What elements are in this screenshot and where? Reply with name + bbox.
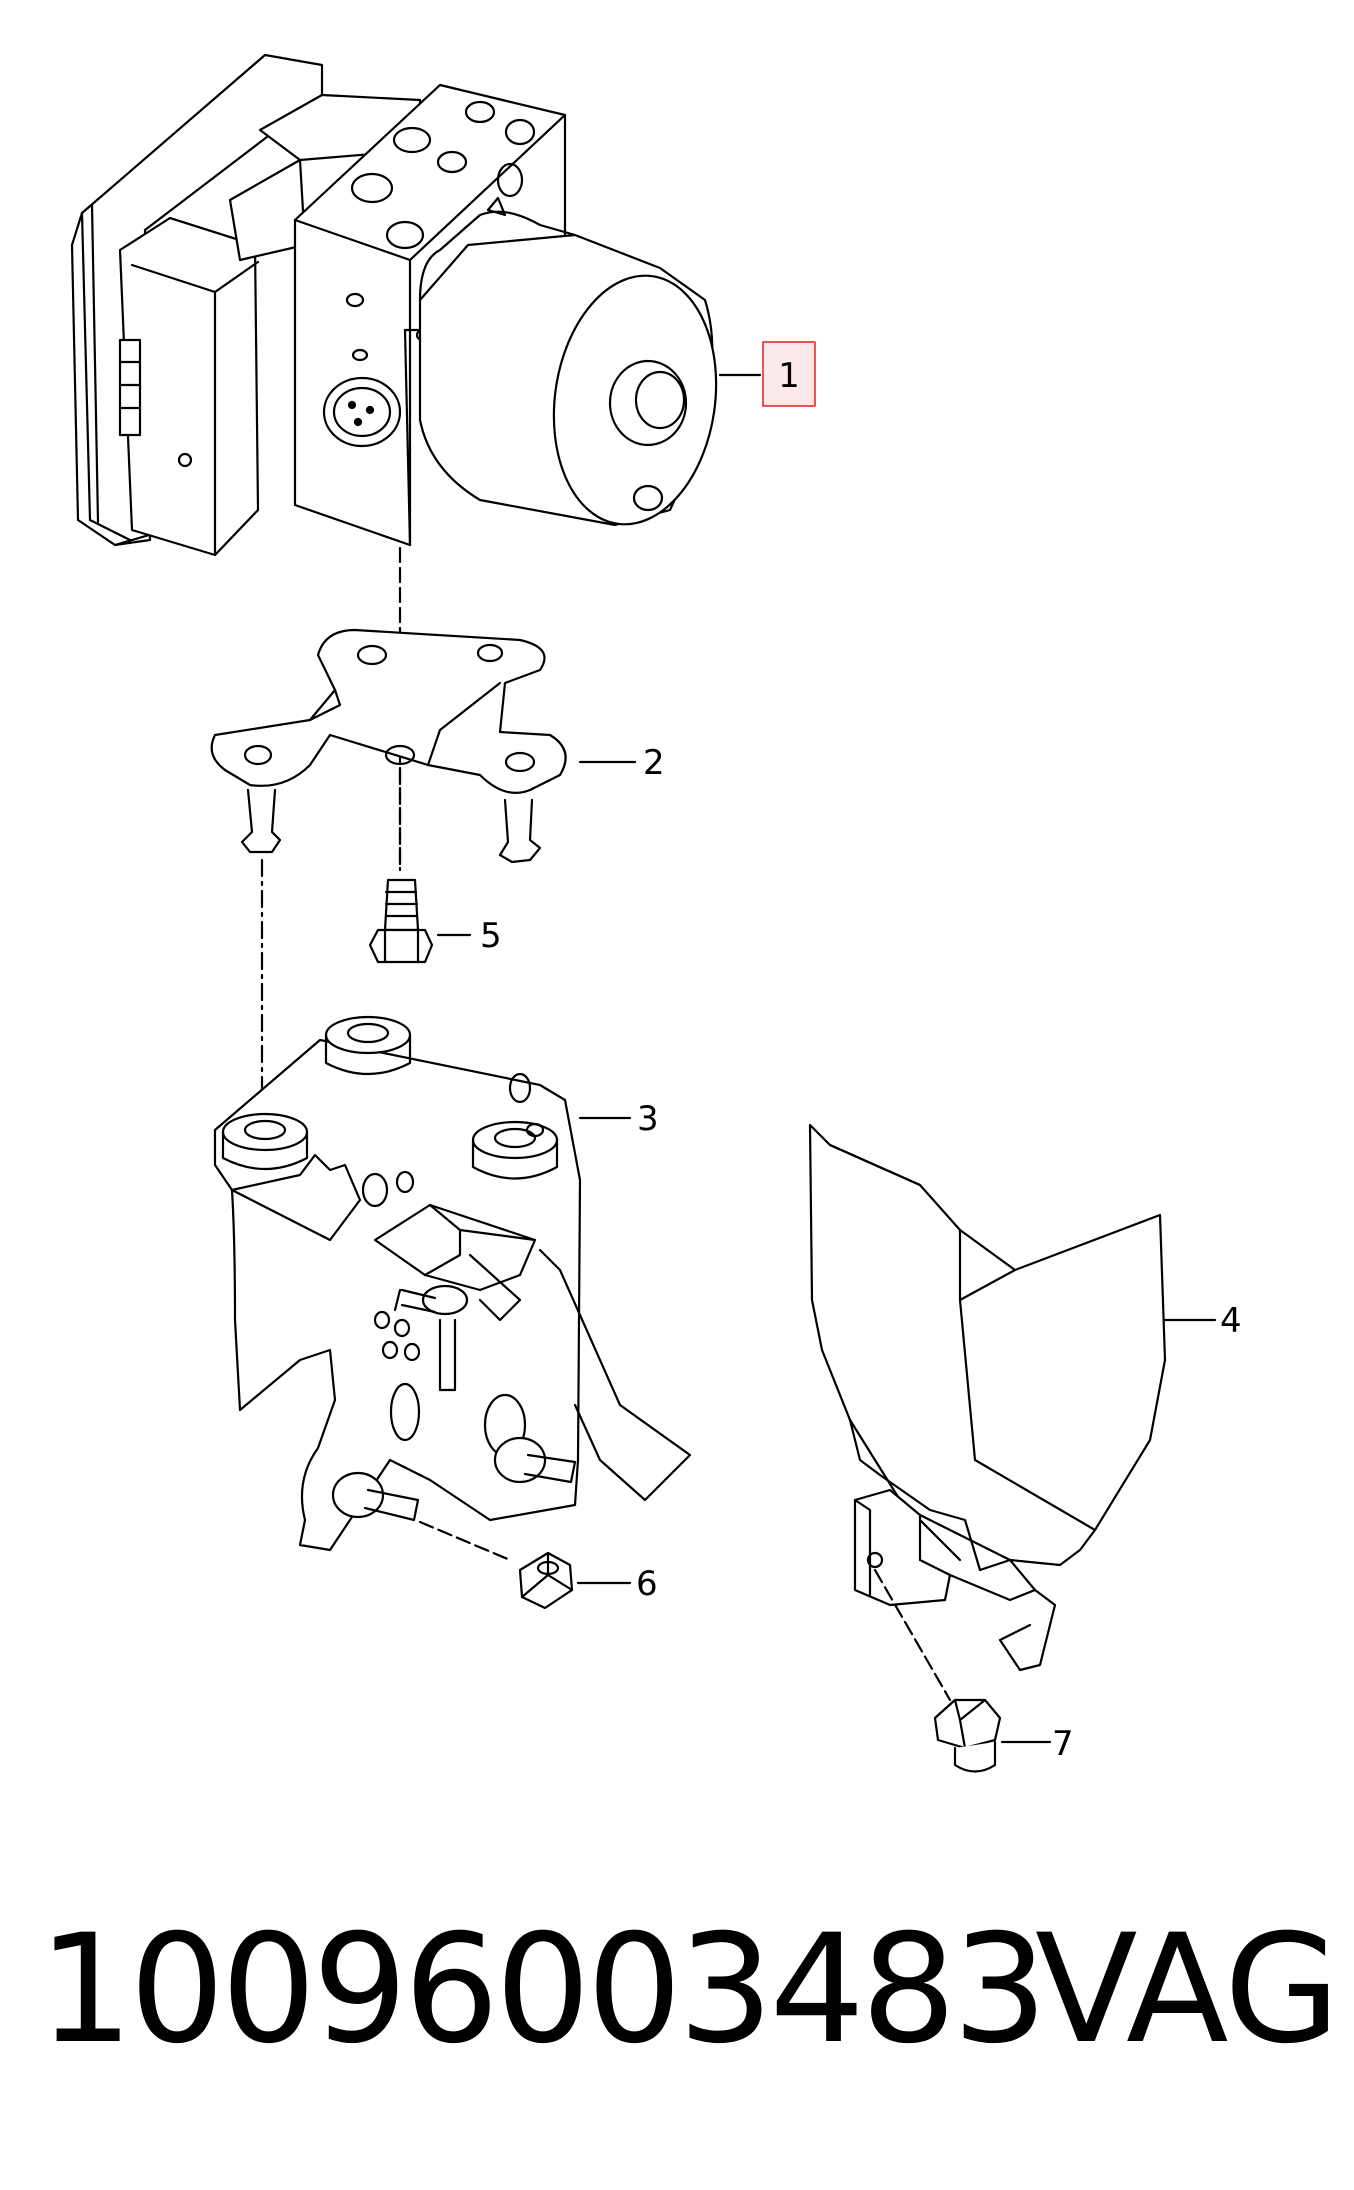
upper-bracket — [212, 630, 635, 1105]
svg-text:3: 3 — [637, 1099, 659, 1139]
svg-text:2: 2 — [643, 743, 665, 783]
svg-text:5: 5 — [480, 916, 502, 956]
abs-control-unit — [72, 55, 760, 870]
callout-1[interactable]: 1 — [763, 342, 815, 406]
mounting-bracket — [215, 1017, 690, 1560]
hex-nut — [520, 1553, 630, 1608]
callout-2[interactable]: 2 — [643, 743, 665, 783]
bushing-1 — [326, 1017, 410, 1074]
bushing-3 — [473, 1122, 557, 1179]
bushing-2 — [223, 1114, 307, 1169]
svg-text:6: 6 — [636, 1564, 658, 1604]
callout-3[interactable]: 3 — [637, 1099, 659, 1139]
heat-shield — [810, 1125, 1215, 1700]
collar-nut — [935, 1700, 1050, 1772]
svg-text:4: 4 — [1220, 1301, 1242, 1341]
svg-text:1: 1 — [778, 356, 800, 396]
callout-5[interactable]: 5 — [480, 916, 502, 956]
part-number: 10096003483 — [38, 1903, 1048, 2077]
callout-6[interactable]: 6 — [636, 1564, 658, 1604]
exploded-parts-diagram: 1 2 5 — [0, 0, 1242, 1880]
svg-text:7: 7 — [1052, 1724, 1074, 1764]
callout-7[interactable]: 7 — [1052, 1724, 1074, 1764]
brand-label: VAG — [1035, 1903, 1340, 2077]
callout-4[interactable]: 4 — [1220, 1301, 1242, 1341]
hex-bolt — [370, 880, 470, 962]
